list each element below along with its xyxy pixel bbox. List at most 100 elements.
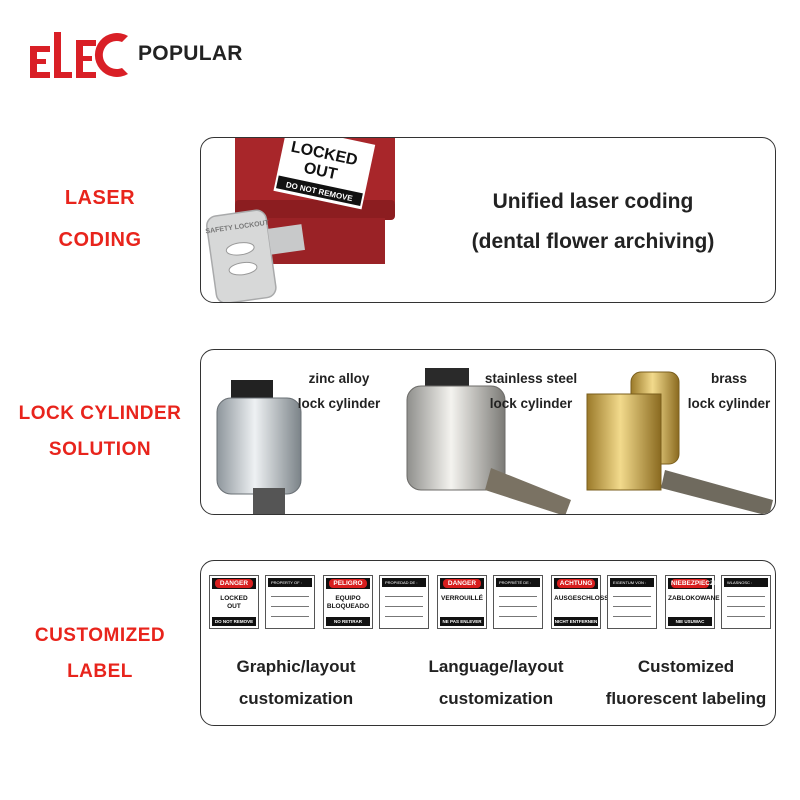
danger-tag-body-line: AUSGESCHLOSSEN: [554, 595, 618, 602]
elec-logo-mark-icon: [30, 32, 128, 78]
padlock-tag-line: OUT: [302, 160, 339, 184]
caption-line: Customized: [637, 657, 735, 676]
danger-tag-body-line: LOCKED: [220, 595, 248, 602]
danger-tag-body-line: BLOQUEADO: [326, 603, 370, 610]
property-tag-line: [727, 616, 765, 617]
danger-tag-footer: NE PAS ENLEVER: [440, 617, 484, 626]
property-tag: EIGENTUM VON :: [607, 575, 657, 629]
caption-language-layout: Language/layout customization: [401, 651, 591, 715]
caption-line: customization: [438, 689, 554, 708]
caption-line: fluorescent labeling: [605, 689, 767, 708]
section-label-line: LASER: [64, 187, 136, 209]
cylinder-suffix: lock cylinder: [297, 396, 381, 411]
property-tag-line: [613, 606, 651, 607]
laser-text-line: Unified laser coding: [492, 190, 694, 213]
tag-pair: ACHTUNG AUSGESCHLOSSEN NICHT ENTFERNEN E…: [551, 575, 661, 631]
cylinder-caption-stainless: stainless steel lock cylinder: [477, 366, 585, 416]
laser-coding-description: Unified laser coding (dental flower arch…: [433, 182, 753, 262]
section-label-line: SOLUTION: [48, 439, 152, 460]
danger-tag-footer: NIE USUWAC: [668, 617, 712, 626]
caption-line: Language/layout: [428, 657, 564, 676]
property-tag-line: [385, 616, 423, 617]
section-label-line: CODING: [58, 229, 142, 251]
laser-text-line: (dental flower archiving): [471, 230, 715, 253]
danger-tag-body-line: VERROUILLÉ: [441, 595, 483, 602]
property-tag-line: [499, 616, 537, 617]
cylinder-material: zinc alloy: [308, 371, 370, 386]
section-label-lock-cylinder: LOCK CYLINDER SOLUTION: [0, 396, 200, 468]
property-tag-line: [271, 606, 309, 607]
brand-logo: POPULAR: [24, 22, 244, 84]
laser-coding-panel: LOCKED OUT DO NOT REMOVE SAFETY LOCKOUT …: [200, 137, 776, 303]
danger-tag-header: NIEBEZPIECZENSTWO: [668, 578, 743, 589]
property-tag-header: PROPERTY OF :: [268, 578, 312, 587]
danger-tag: ACHTUNG AUSGESCHLOSSEN NICHT ENTFERNEN: [551, 575, 618, 629]
danger-tag: NIEBEZPIECZENSTWO ZABLOKOWANE NIE USUWAC: [665, 575, 743, 629]
property-tag-line: [499, 596, 537, 597]
property-tag-header: PROPIEDAD DE :: [382, 578, 426, 587]
caption-graphic-layout: Graphic/layout customization: [201, 651, 391, 715]
zinc-alloy-cylinder-image: [216, 380, 302, 514]
danger-tag-header-text: PELIGRO: [329, 579, 367, 588]
danger-tag-body: ZABLOKOWANE: [668, 591, 720, 617]
property-tag-line: [613, 616, 651, 617]
property-tag-line: [271, 616, 309, 617]
property-tag-line: [385, 596, 423, 597]
brass-cylinder-image: [586, 371, 773, 514]
property-tag-line: [727, 596, 765, 597]
danger-tag-footer: NO RETIRAR: [326, 617, 370, 626]
property-tag: PROPIEDAD DE :: [379, 575, 429, 629]
danger-tag-footer: NICHT ENTFERNEN: [554, 617, 598, 626]
danger-tag-body: VERROUILLÉ: [440, 591, 484, 617]
caption-fluorescent: Customized fluorescent labeling: [591, 651, 775, 715]
section-label-laser-coding: LASER CODING: [0, 177, 200, 261]
danger-tag: DANGER VERROUILLÉ NE PAS ENLEVER: [437, 575, 487, 629]
danger-tag-footer: DO NOT REMOVE: [212, 617, 256, 626]
tag-pair: DANGER VERROUILLÉ NE PAS ENLEVER PROPRIÉ…: [437, 575, 547, 631]
property-tag-line: [271, 596, 309, 597]
danger-tag-header: DANGER: [212, 578, 256, 589]
danger-tag-header: DANGER: [440, 578, 484, 589]
property-tag-line: [727, 606, 765, 607]
cylinder-caption-brass: brass lock cylinder: [679, 366, 775, 416]
property-tag-header: EIGENTUM VON :: [610, 578, 654, 587]
danger-tag-body-line: EQUIPO: [335, 595, 361, 602]
section-label-line: LABEL: [67, 661, 133, 682]
property-tag: PROPRIÉTÉ DE :: [493, 575, 543, 629]
cylinder-material: brass: [710, 371, 748, 386]
property-tag: PROPERTY OF :: [265, 575, 315, 629]
danger-tag-body: AUSGESCHLOSSEN: [554, 591, 618, 617]
cylinder-suffix: lock cylinder: [687, 396, 771, 411]
property-tag: WLASNOSC :: [721, 575, 771, 629]
cylinder-suffix: lock cylinder: [489, 396, 573, 411]
section-label-customized-label: CUSTOMIZED LABEL: [0, 618, 200, 690]
property-tag-header: WLASNOSC :: [724, 578, 768, 587]
danger-tag-header-text: DANGER: [215, 579, 253, 588]
danger-tag-header: PELIGRO: [326, 578, 370, 589]
caption-line: Graphic/layout: [236, 657, 356, 676]
danger-tag-body-line: OUT: [227, 603, 241, 610]
property-tag-line: [385, 606, 423, 607]
danger-tag-body-line: ZABLOKOWANE: [668, 595, 720, 602]
cylinder-material: stainless steel: [484, 371, 578, 386]
padlock-key-image: LOCKED OUT DO NOT REMOVE SAFETY LOCKOUT: [205, 138, 395, 302]
lock-cylinder-panel: zinc alloy lock cylinder stainless steel…: [200, 349, 776, 515]
tag-pair: NIEBEZPIECZENSTWO ZABLOKOWANE NIE USUWAC…: [665, 575, 775, 631]
danger-tag-header-text: DANGER: [443, 579, 481, 588]
property-tag-line: [499, 606, 537, 607]
property-tag-line: [613, 596, 651, 597]
section-label-line: LOCK CYLINDER: [18, 403, 182, 424]
danger-tag-header: ACHTUNG: [554, 578, 598, 589]
section-label-line: CUSTOMIZED: [34, 625, 166, 646]
danger-tag-header-text: NIEBEZPIECZENSTWO: [671, 579, 743, 588]
property-tag-header: PROPRIÉTÉ DE :: [496, 578, 540, 587]
stainless-steel-cylinder-image: [406, 368, 571, 514]
